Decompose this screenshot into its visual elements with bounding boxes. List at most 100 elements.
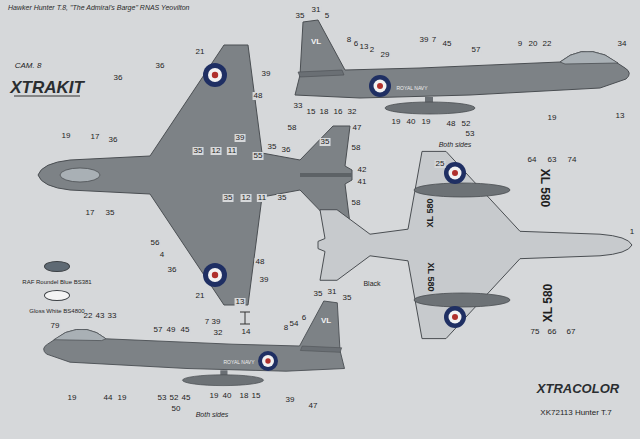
callout-number: 63	[547, 156, 558, 164]
tailplane	[298, 70, 344, 77]
callout-number: 21	[195, 292, 206, 300]
callout-number: 15	[251, 392, 262, 400]
callout-number: 57	[153, 326, 164, 334]
drop-tank	[385, 102, 475, 114]
callout-number: 1	[629, 228, 635, 236]
callout-number: 35	[342, 294, 353, 302]
callout-number: 40	[406, 118, 417, 126]
callout-number: 20	[528, 40, 539, 48]
canopy	[560, 51, 618, 64]
airframe-top	[38, 45, 352, 305]
marker-symbol	[240, 312, 250, 324]
callout-number: 9	[517, 40, 523, 48]
callout-number: 43	[95, 312, 106, 320]
airframe-underside	[318, 151, 632, 338]
serial-decal: XL 580	[539, 169, 551, 207]
callout-number: 35	[277, 194, 288, 202]
roundel-centre	[212, 72, 218, 78]
side-profile	[295, 20, 629, 114]
serial-decal: XL 580	[542, 284, 554, 322]
callout-number: 55	[253, 152, 264, 160]
callout-number: 39	[261, 70, 272, 78]
roundel	[369, 75, 391, 97]
callout-number: 31	[311, 6, 322, 14]
callout-number: 45	[442, 40, 453, 48]
sheet-title: Hawker Hunter T.8, "The Admiral's Barge"…	[8, 4, 190, 11]
callout-number: 35	[105, 209, 116, 217]
roundel-white	[262, 355, 274, 367]
fuselage-marking: ROYAL NAVY	[223, 360, 254, 365]
callout-number: 19	[67, 394, 78, 402]
brand-logo: XTRACOLOR	[537, 382, 619, 395]
callout-number: 41	[357, 178, 368, 186]
roundel-centre	[265, 358, 270, 363]
roundel-ring	[444, 306, 466, 328]
callout-number: 45	[181, 394, 192, 402]
roundel-ring	[444, 162, 466, 184]
fuselage-marking: ROYAL NAVY	[396, 86, 427, 91]
drop-tank	[414, 183, 510, 197]
callout-number: 35	[295, 12, 306, 20]
callout-number: 52	[461, 120, 472, 128]
callout-number: 14	[241, 328, 252, 336]
callout-number: 11	[257, 194, 267, 202]
roundel	[203, 263, 227, 287]
legend-text: Gloss White BS4800	[29, 308, 84, 314]
callout-number: 48	[253, 92, 264, 100]
roundel-ring	[258, 351, 278, 371]
callout-number: 17	[85, 209, 96, 217]
callout-number: 39	[235, 134, 246, 142]
callout-number: 66	[547, 328, 558, 336]
roundel-centre	[212, 272, 218, 278]
callout-number: 39	[285, 396, 296, 404]
callout-number: 35	[267, 143, 278, 151]
drop-tank	[414, 293, 510, 307]
roundel	[444, 162, 466, 184]
callout-number: 34	[617, 40, 628, 48]
colour-swatch	[44, 290, 70, 301]
callout-number: 58	[351, 199, 362, 207]
serial-marking: XL 580	[426, 199, 435, 228]
logo-rule	[14, 96, 80, 97]
callout-number: 58	[351, 144, 362, 152]
callout-number: 5	[324, 12, 330, 20]
tail-code: VL	[311, 38, 321, 46]
callout-number: 39	[211, 318, 222, 326]
roundel	[203, 63, 227, 87]
callout-number: 33	[107, 312, 118, 320]
callout-number: 12	[241, 194, 252, 202]
brand-logo: XTRAKIT	[10, 79, 84, 96]
tailplane	[300, 346, 341, 352]
callout-number: 12	[211, 147, 222, 155]
callout-number: 79	[50, 322, 61, 330]
roundel-ring	[203, 263, 227, 287]
roundel	[444, 306, 466, 328]
callout-number: 54	[289, 320, 300, 328]
callout-number: 13	[235, 298, 246, 306]
roundel-centre	[452, 170, 458, 176]
roundel-ring	[369, 75, 391, 97]
roundel-white	[374, 80, 387, 93]
callout-number: 8	[346, 36, 352, 44]
callout-number: 36	[281, 146, 292, 154]
callout-number: 58	[287, 124, 298, 132]
callout-number: 35	[320, 138, 331, 146]
callout-number: 44	[103, 394, 114, 402]
callout-number: 19	[61, 132, 72, 140]
canopy	[54, 329, 106, 340]
planform-underside	[318, 151, 632, 338]
sheet-number: XK72113 Hunter T.7	[540, 409, 611, 417]
callout-number: 35	[313, 290, 324, 298]
side-profile	[44, 301, 345, 386]
callout-number: 18	[319, 108, 330, 116]
callout-number: 7	[204, 318, 210, 326]
tail-code: VL	[321, 317, 331, 325]
callout-number: 53	[465, 130, 476, 138]
planform-top	[38, 45, 352, 305]
callout-number: 42	[357, 166, 368, 174]
roundel-ring	[203, 63, 227, 87]
colour-swatch	[44, 261, 70, 272]
fuselage-profile	[295, 20, 629, 98]
callout-number: 33	[293, 102, 304, 110]
